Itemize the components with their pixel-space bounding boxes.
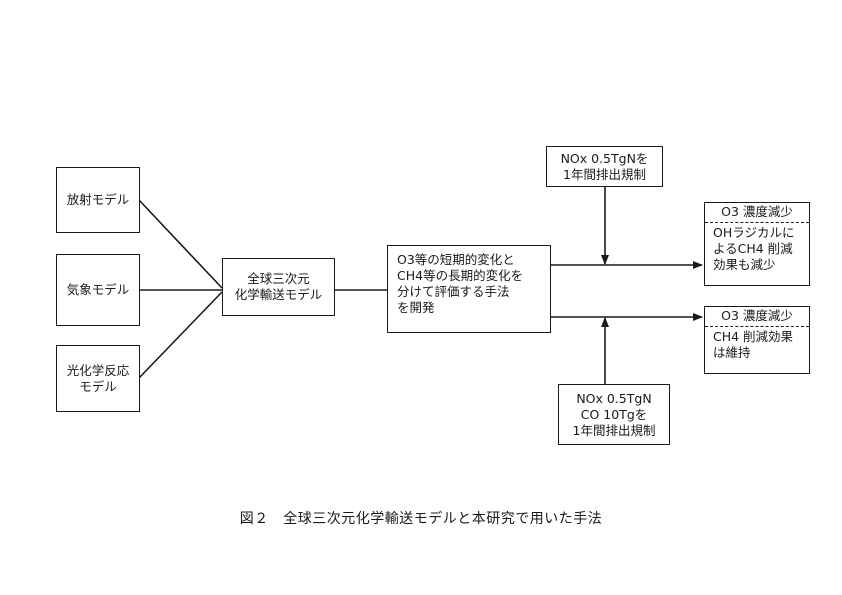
method-label-line1: O3等の短期的変化と (397, 252, 515, 267)
result-top-line2: よるCH4 削減 (713, 241, 793, 256)
radiation-model-box: 放射モデル (56, 167, 140, 233)
chemical-transport-model-box: 全球三次元 化学輸送モデル (222, 258, 335, 316)
ctm-label-line2: 化学輸送モデル (234, 287, 323, 302)
result-top-line1: OHラジカルに (713, 225, 795, 240)
result-bottom-divider (705, 326, 809, 327)
scenario-bottom-line2: CO 10Tgを (580, 406, 648, 422)
method-label-line3: 分けて評価する手法 (397, 284, 510, 299)
link-photochem-to-ctm (138, 291, 223, 379)
scenario-bottom-line3: 1年間排出規制 (572, 422, 656, 438)
result-bottom-line1: CH4 削減効果 (713, 329, 794, 344)
link-radiation-to-ctm (138, 199, 223, 289)
meteorology-model-box: 気象モデル (56, 254, 140, 326)
photochemistry-model-label-line2: モデル (79, 378, 117, 394)
ctm-label-line1: 全球三次元 (247, 271, 310, 286)
photochemistry-model-label-line1: 光化学反応 (66, 362, 130, 378)
result-bottom-line2: は維持 (713, 345, 751, 360)
method-label-line4: を開発 (397, 300, 435, 315)
result-top-header: O3 濃度減少 (721, 204, 793, 219)
scenario-bottom-line1: NOx 0.5TgN (576, 390, 652, 406)
emission-scenario-bottom-box: NOx 0.5TgN CO 10Tgを 1年間排出規制 (558, 384, 670, 445)
result-top-divider (705, 222, 809, 223)
method-box: O3等の短期的変化と CH4等の長期的変化を 分けて評価する手法 を開発 (387, 245, 551, 333)
result-bottom-body: CH4 削減効果 は維持 (713, 329, 793, 361)
result-bottom-box: O3 濃度減少 CH4 削減効果 は維持 (704, 306, 810, 374)
emission-scenario-top-box: NOx 0.5TgNを 1年間排出規制 (546, 146, 663, 187)
result-top-body: OHラジカルに よるCH4 削減 効果も減少 (713, 225, 795, 273)
method-label-line2: CH4等の長期的変化を (397, 268, 524, 283)
scenario-top-line2: 1年間排出規制 (563, 166, 646, 182)
photochemistry-model-box: 光化学反応 モデル (56, 345, 140, 412)
meteorology-model-label: 気象モデル (66, 282, 130, 297)
radiation-model-label: 放射モデル (66, 192, 130, 207)
scenario-top-line1: NOx 0.5TgNを (560, 150, 649, 166)
figure-caption: 図２ 全球三次元化学輸送モデルと本研究で用いた手法 (239, 511, 603, 527)
result-top-line3: 効果も減少 (713, 257, 776, 272)
result-bottom-header: O3 濃度減少 (721, 308, 793, 323)
result-top-box: O3 濃度減少 OHラジカルに よるCH4 削減 効果も減少 (704, 202, 810, 286)
